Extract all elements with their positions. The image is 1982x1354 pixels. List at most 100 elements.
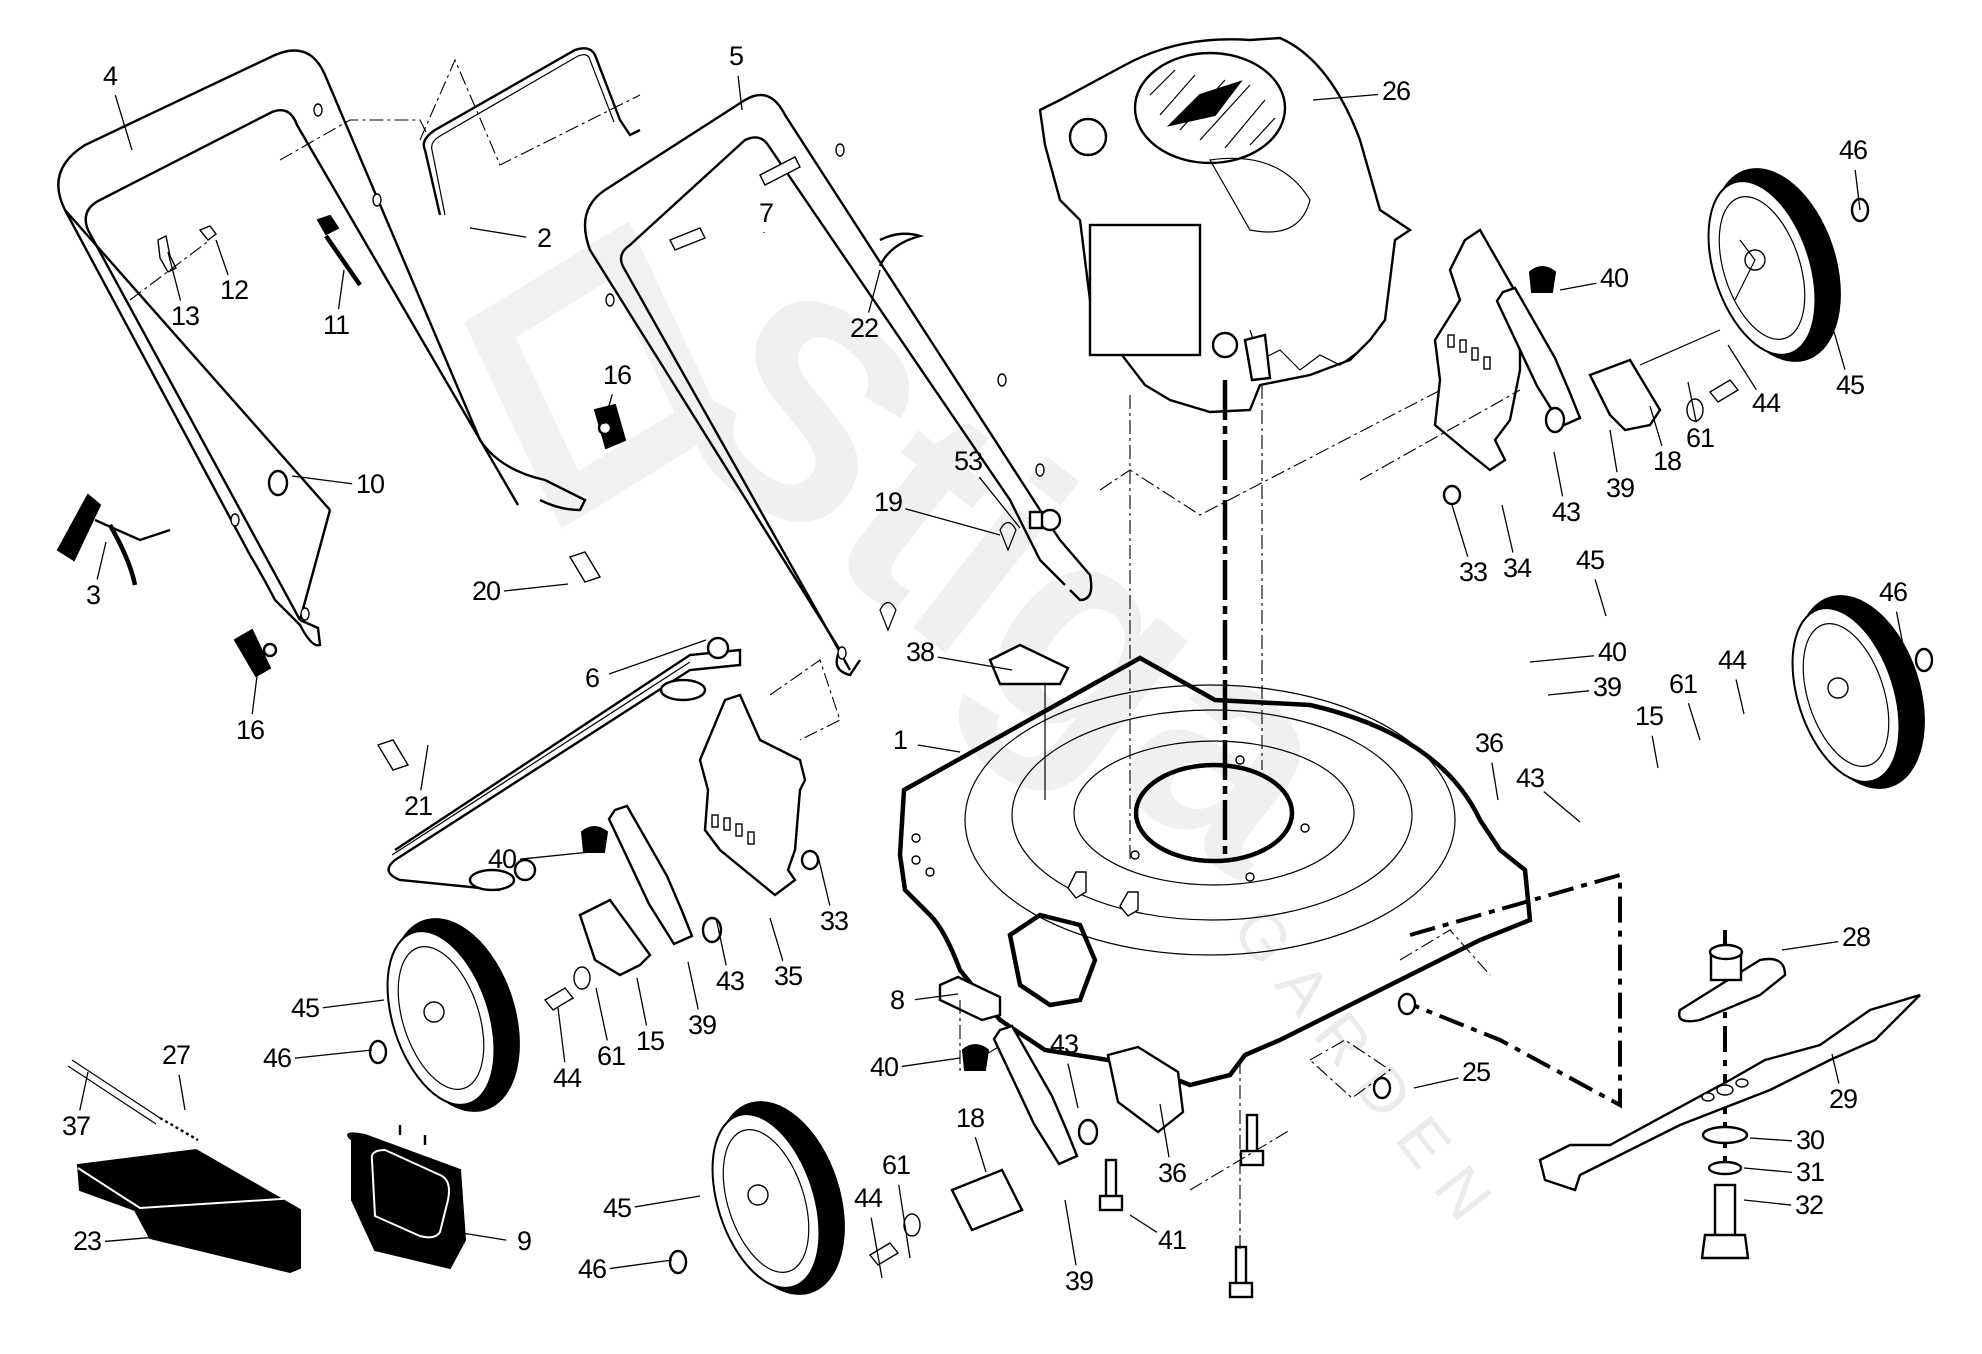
wheel-nut-46b: [1914, 647, 1934, 673]
callout-label-45: 45: [291, 993, 319, 1023]
rear-discharge-parts: [67, 1059, 467, 1274]
callout-label-46: 46: [578, 1254, 606, 1284]
callout-label-43: 43: [1050, 1029, 1078, 1059]
callout-label-22: 22: [850, 313, 878, 343]
wheel-front-right: [1791, 595, 1925, 789]
callout-label-5: 5: [729, 41, 743, 71]
mower-deck: [897, 643, 1533, 1088]
wheel-rear-left: [386, 918, 520, 1112]
callout-leader-53: [978, 476, 1021, 529]
callout-leader-25: [1413, 1077, 1459, 1089]
upper-handle: [57, 49, 587, 647]
callout-leader-30: [1749, 1137, 1793, 1142]
callout-label-61: 61: [1669, 669, 1697, 699]
callout-leader-3: [96, 541, 107, 580]
callout-leader-6: [608, 639, 707, 675]
callout-label-16: 16: [236, 715, 264, 745]
callout-label-7: 7: [759, 198, 773, 228]
callout-leader-20: [503, 583, 569, 592]
front-left-height-assembly: [543, 693, 820, 1011]
lower-handle: [583, 93, 1093, 677]
callout-label-30: 30: [1796, 1125, 1824, 1155]
brake-handle: [419, 47, 641, 216]
callout-leader-23: [104, 1235, 169, 1243]
callout-label-2: 2: [537, 223, 551, 253]
callout-leader-43: [1067, 1063, 1079, 1109]
callout-label-33: 33: [820, 906, 848, 936]
callout-leader-61: [898, 1184, 911, 1259]
callout-leader-33: [1451, 504, 1469, 557]
callout-label-40: 40: [1600, 263, 1628, 293]
callout-leader-39: [1547, 690, 1590, 696]
callout-leader-26: [1312, 93, 1379, 101]
callout-leader-29: [1831, 1053, 1840, 1084]
blade-assembly: [1309, 872, 1921, 1260]
callout-label-46: 46: [1839, 135, 1867, 165]
callout-leader-40: [901, 1057, 961, 1068]
callout-leader-15: [1651, 735, 1659, 769]
callout-label-44: 44: [854, 1183, 883, 1213]
callout-leader-27: [178, 1074, 186, 1111]
callout-leader-22: [868, 269, 881, 313]
callout-label-34: 34: [1503, 553, 1532, 583]
callout-label-10: 10: [356, 469, 384, 499]
callout-leader-40: [1559, 282, 1597, 291]
callout-label-39: 39: [1606, 473, 1634, 503]
callout-leader-28: [1781, 941, 1839, 951]
callout-leader-2: [469, 227, 527, 238]
callout-label-27: 27: [162, 1040, 190, 1070]
callout-leader-19: [905, 508, 1001, 536]
callout-label-39: 39: [1065, 1266, 1093, 1296]
wheel-front-left: [711, 1101, 845, 1295]
engine: [1038, 36, 1413, 414]
callout-label-33: 33: [1459, 557, 1487, 587]
callout-label-39: 39: [1593, 672, 1621, 702]
callout-leader-36: [1159, 1103, 1170, 1158]
watermark-shape: [464, 221, 726, 529]
wheel-nut-46c: [368, 1039, 388, 1065]
callout-label-45: 45: [1576, 545, 1604, 575]
callout-label-46: 46: [1879, 577, 1907, 607]
callout-leader-32: [1743, 1199, 1792, 1206]
callout-label-4: 4: [103, 61, 118, 91]
callout-label-31: 31: [1796, 1157, 1824, 1187]
callout-label-19: 19: [874, 487, 902, 517]
callout-leader-44: [870, 1217, 883, 1279]
callout-leader-10: [291, 475, 353, 485]
callout-leader-40: [519, 851, 591, 860]
callout-leader-5: [737, 75, 743, 111]
callout-leader-35: [769, 917, 784, 961]
callout-label-16: 16: [603, 360, 631, 390]
front-right-bottom-height-assembly: [868, 1024, 1291, 1299]
callout-label-37: 37: [62, 1111, 90, 1141]
callout-leader-45: [1594, 579, 1607, 617]
callout-leader-46: [294, 1049, 373, 1059]
callout-leader-34: [1501, 504, 1514, 553]
callout-label-3: 3: [86, 580, 100, 610]
callout-label-6: 6: [585, 663, 599, 693]
wheels: [368, 168, 1934, 1295]
callout-leader-40: [1529, 655, 1595, 663]
bail-wire: [376, 551, 742, 892]
callout-label-11: 11: [323, 310, 349, 340]
callout-label-20: 20: [472, 576, 500, 606]
callout-leader-45: [1829, 317, 1846, 370]
callout-leader-38: [937, 656, 1013, 671]
callout-leader-21: [420, 744, 429, 791]
callout-leader-44: [557, 1007, 566, 1063]
callout-leader-16: [603, 394, 613, 425]
callout-label-15: 15: [636, 1026, 664, 1056]
callout-leader-4: [114, 95, 133, 151]
callout-leader-31: [1743, 1167, 1793, 1174]
callout-leader-46: [1854, 169, 1861, 211]
callout-leader-11: [337, 269, 345, 310]
assembly-lines: [769, 379, 1461, 860]
callout-label-8: 8: [890, 985, 904, 1015]
callout-label-28: 28: [1842, 922, 1870, 952]
callout-leader-43: [1543, 791, 1581, 823]
callout-label-44: 44: [1752, 388, 1781, 418]
callout-leader-9: [455, 1231, 507, 1241]
callout-label-43: 43: [1552, 497, 1580, 527]
callout-leader-13: [167, 251, 182, 301]
callout-label-15: 15: [1635, 701, 1663, 731]
